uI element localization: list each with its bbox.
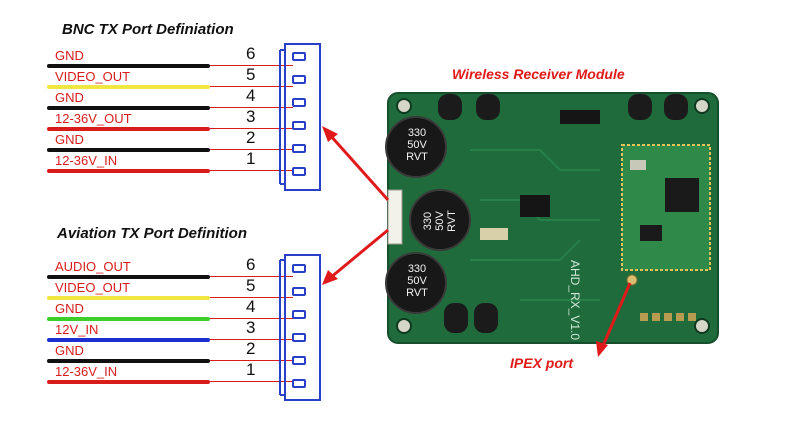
- wire: [47, 338, 210, 342]
- pin-label: 12-36V_IN: [55, 364, 118, 379]
- pin-number: 5: [246, 65, 256, 84]
- capacitor-bottom: [385, 252, 447, 314]
- pin-lead-line: [210, 65, 293, 66]
- pin-lead-line: [210, 128, 293, 129]
- cap-value: 330: [422, 211, 434, 231]
- wire: [47, 127, 210, 131]
- pin-number: 5: [246, 276, 256, 295]
- wire: [47, 148, 210, 152]
- pin-label: 12V_IN: [55, 322, 99, 337]
- arrows: [322, 126, 632, 357]
- pin-label: 12-36V_IN: [55, 153, 118, 168]
- pin-lead-line: [210, 318, 293, 319]
- wire: [47, 380, 210, 384]
- pin-lead-line: [210, 149, 293, 150]
- pin-number: 6: [246, 44, 256, 63]
- cap-value: 330: [407, 127, 427, 139]
- pin-number: 6: [246, 255, 256, 274]
- pin-lead-line: [210, 339, 293, 340]
- pin-label: GND: [55, 132, 84, 147]
- cap-voltage: 50V: [434, 211, 446, 231]
- ipex-label: IPEX port: [510, 355, 574, 371]
- pin-label: 12-36V_OUT: [55, 111, 132, 126]
- pin-lead-line: [210, 107, 293, 108]
- pin-label: VIDEO_OUT: [55, 69, 131, 84]
- wire: [47, 64, 210, 68]
- cap-brand: RVT: [406, 151, 428, 163]
- cap-voltage: 50V: [407, 275, 427, 287]
- cap-value: 330: [407, 263, 427, 275]
- pin-label: AUDIO_OUT: [55, 259, 131, 274]
- pin-number: 1: [246, 360, 256, 379]
- wire: [47, 296, 210, 300]
- wire: [47, 169, 210, 173]
- module-label: Wireless Receiver Module: [452, 66, 625, 82]
- wire: [47, 317, 210, 321]
- bnc-connector: [279, 43, 321, 191]
- wire: [47, 85, 210, 89]
- capacitor-label-middle: 330 50V RVT: [422, 201, 458, 241]
- board-silkscreen: AHD_RX_V1.0: [568, 260, 582, 341]
- pin-label: GND: [55, 48, 84, 63]
- pin-number: 4: [246, 297, 256, 316]
- capacitor-label-top: 330 50V RVT: [400, 127, 434, 163]
- pin-label: VIDEO_OUT: [55, 280, 131, 295]
- pin-lead-line: [210, 86, 293, 87]
- pin-lead-line: [210, 360, 293, 361]
- cap-brand: RVT: [406, 287, 428, 299]
- pin-number: 2: [246, 339, 256, 358]
- capacitor-label-bottom: 330 50V RVT: [400, 263, 434, 299]
- cap-brand: RVT: [446, 210, 458, 232]
- wire: [47, 275, 210, 279]
- capacitor-top: [385, 116, 447, 178]
- pin-label: GND: [55, 301, 84, 316]
- wire: [47, 359, 210, 363]
- pin-label: GND: [55, 90, 84, 105]
- pin-lead-line: [210, 276, 293, 277]
- pcb-board: [387, 92, 719, 344]
- wire: [47, 106, 210, 110]
- pin-lead-line: [210, 170, 293, 171]
- pin-number: 3: [246, 318, 256, 337]
- bnc-title: BNC TX Port Definiation: [62, 21, 234, 38]
- pin-number: 3: [246, 107, 256, 126]
- pin-number: 4: [246, 86, 256, 105]
- pin-label: GND: [55, 343, 84, 358]
- pin-number: 1: [246, 149, 256, 168]
- pin-lead-line: [210, 297, 293, 298]
- aviation-title: Aviation TX Port Definition: [57, 225, 247, 242]
- aviation-connector: [279, 254, 321, 401]
- cap-voltage: 50V: [407, 139, 427, 151]
- pin-lead-line: [210, 381, 293, 382]
- capacitor-middle: [409, 189, 471, 251]
- pin-number: 2: [246, 128, 256, 147]
